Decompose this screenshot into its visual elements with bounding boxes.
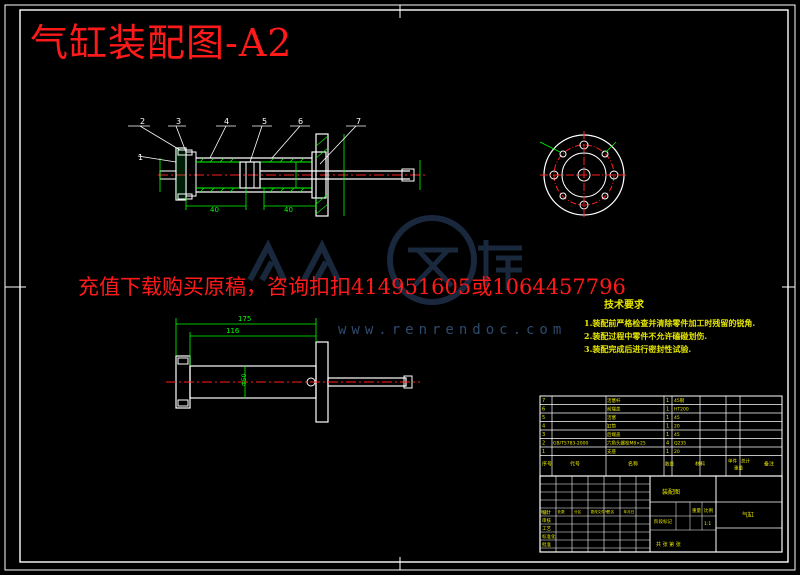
title-block-change-3: 更改文件号 (591, 509, 609, 514)
svg-text:40: 40 (210, 206, 219, 214)
title-block-signature-3: 标准化 (542, 533, 556, 540)
title-block-stage-label: 阶段标记 (654, 518, 672, 525)
bom-row-qty: 1 (666, 398, 669, 404)
dim-bore: Φ50 (241, 373, 248, 386)
title-block-scale-value: 1:1 (704, 521, 711, 527)
title-banner: 气缸装配图-A2 (30, 21, 293, 65)
balloon-7: 7 (356, 117, 361, 126)
bom-header-qty: 数量 (665, 461, 674, 468)
inner-frame (19, 9, 789, 563)
bom-row-qty: 1 (666, 449, 669, 455)
dim-overall: 175 (238, 315, 251, 323)
bom-row-material: 45 (674, 432, 680, 438)
tech-requirement-line-2: 2.装配过程中零件不允许磕碰划伤. (584, 331, 708, 341)
bom-row-name: 活塞 (607, 414, 616, 421)
end-view (539, 131, 628, 219)
watermark-site: www.renrendoc.com (338, 322, 567, 338)
bom-header-total-weight: 总计 (741, 458, 750, 465)
balloon-2: 2 (140, 117, 145, 126)
bom-row-qty: 4 (666, 441, 669, 447)
title-block-change-0: 标记 (541, 509, 549, 514)
bom-row-no: 7 (542, 398, 545, 404)
balloon-5: 5 (262, 117, 267, 126)
bom-row-qty: 1 (666, 415, 669, 421)
tech-requirement-line-1: 1.装配前严格检查并清除零件加工时残留的锐角. (584, 318, 756, 328)
title-block-sheet-label: 共 张 第 张 (656, 541, 681, 548)
promo-text: 充值下载购买原稿，咨询扣扣414951605或1064457796 (78, 275, 626, 299)
bom-header-no: 序号 (542, 461, 552, 468)
bom-row-material: 45 (674, 415, 680, 421)
tech-requirement-line-3: 3.装配完成后进行密封性试验. (584, 344, 692, 354)
bom-header-code: 代号 (570, 461, 580, 468)
bom-row-no: 6 (542, 407, 545, 413)
bom-row-material: 20 (674, 424, 680, 430)
bom-header-material: 材料 (695, 461, 705, 468)
dim-inner: 116 (226, 327, 240, 335)
bom-header-weight: 重量 (734, 465, 743, 472)
bom-row-material: 45钢 (674, 397, 685, 404)
bom-header-unit-weight: 单件 (728, 458, 737, 465)
bom-row-name: 支座 (607, 448, 616, 455)
bom-row-material: Q235 (674, 441, 686, 447)
exterior-view: 175 116 Φ50 (166, 315, 420, 423)
bom-row-code: GB/T5783-2000 (553, 441, 589, 447)
title-block-drawing-name: 装配图 (662, 488, 680, 496)
title-block-change-2: 分区 (574, 509, 582, 514)
bom-row-no: 5 (542, 415, 545, 421)
tech-requirements-title: 技术要求 (604, 300, 644, 311)
watermark-logo (247, 215, 522, 305)
title-block-change-4: 签名 (607, 509, 615, 514)
title-block-part-name: 气缸 (742, 511, 754, 519)
title-block-change-5: 年月日 (624, 509, 635, 514)
bom-row-material: 20 (674, 449, 680, 455)
title-block-weight-label: 重量 (692, 507, 701, 514)
bom-row-qty: 1 (666, 424, 669, 430)
bom-row-name: 六角头螺栓M8×25 (607, 440, 646, 447)
bom-header-name: 名称 (628, 461, 638, 468)
bom-row-no: 3 (542, 432, 545, 438)
title-block-change-1: 处数 (558, 509, 566, 514)
bom-row-name: 后端盖 (607, 431, 621, 438)
title-block-signature-4: 批准 (542, 541, 551, 548)
bom-row-name: 活塞杆 (607, 397, 621, 404)
title-block: 装配图气缸阶段标记 重量比例 1:1 共 张 第 张 设计审核工艺标准化批准 标记 处数 分区… (539, 475, 783, 553)
balloon-3: 3 (176, 117, 181, 126)
bom-row-name: 缸筒 (607, 423, 616, 430)
bom-row-no: 4 (542, 424, 545, 430)
svg-text:40: 40 (284, 206, 293, 214)
balloon-1: 1 (138, 153, 143, 162)
title-block-signature-1: 审核 (542, 517, 551, 524)
title-block-scale-label: 比例 (704, 507, 713, 514)
bom-row-no: 2 (542, 441, 545, 447)
bom-row-no: 1 (542, 449, 545, 455)
bom-row-material: HT200 (674, 407, 689, 413)
section-view: 40 40 1 2 3 4 5 6 7 (128, 117, 428, 217)
balloon-4: 4 (224, 117, 229, 126)
bom-row-name: 前端盖 (607, 406, 621, 413)
title-block-signature-0: 设计 (542, 509, 551, 516)
bom-row-qty: 1 (666, 407, 669, 413)
title-block-signature-2: 工艺 (542, 526, 551, 532)
bom-row-qty: 1 (666, 432, 669, 438)
bom-header-note: 备注 (764, 461, 774, 468)
balloon-6: 6 (298, 117, 303, 126)
